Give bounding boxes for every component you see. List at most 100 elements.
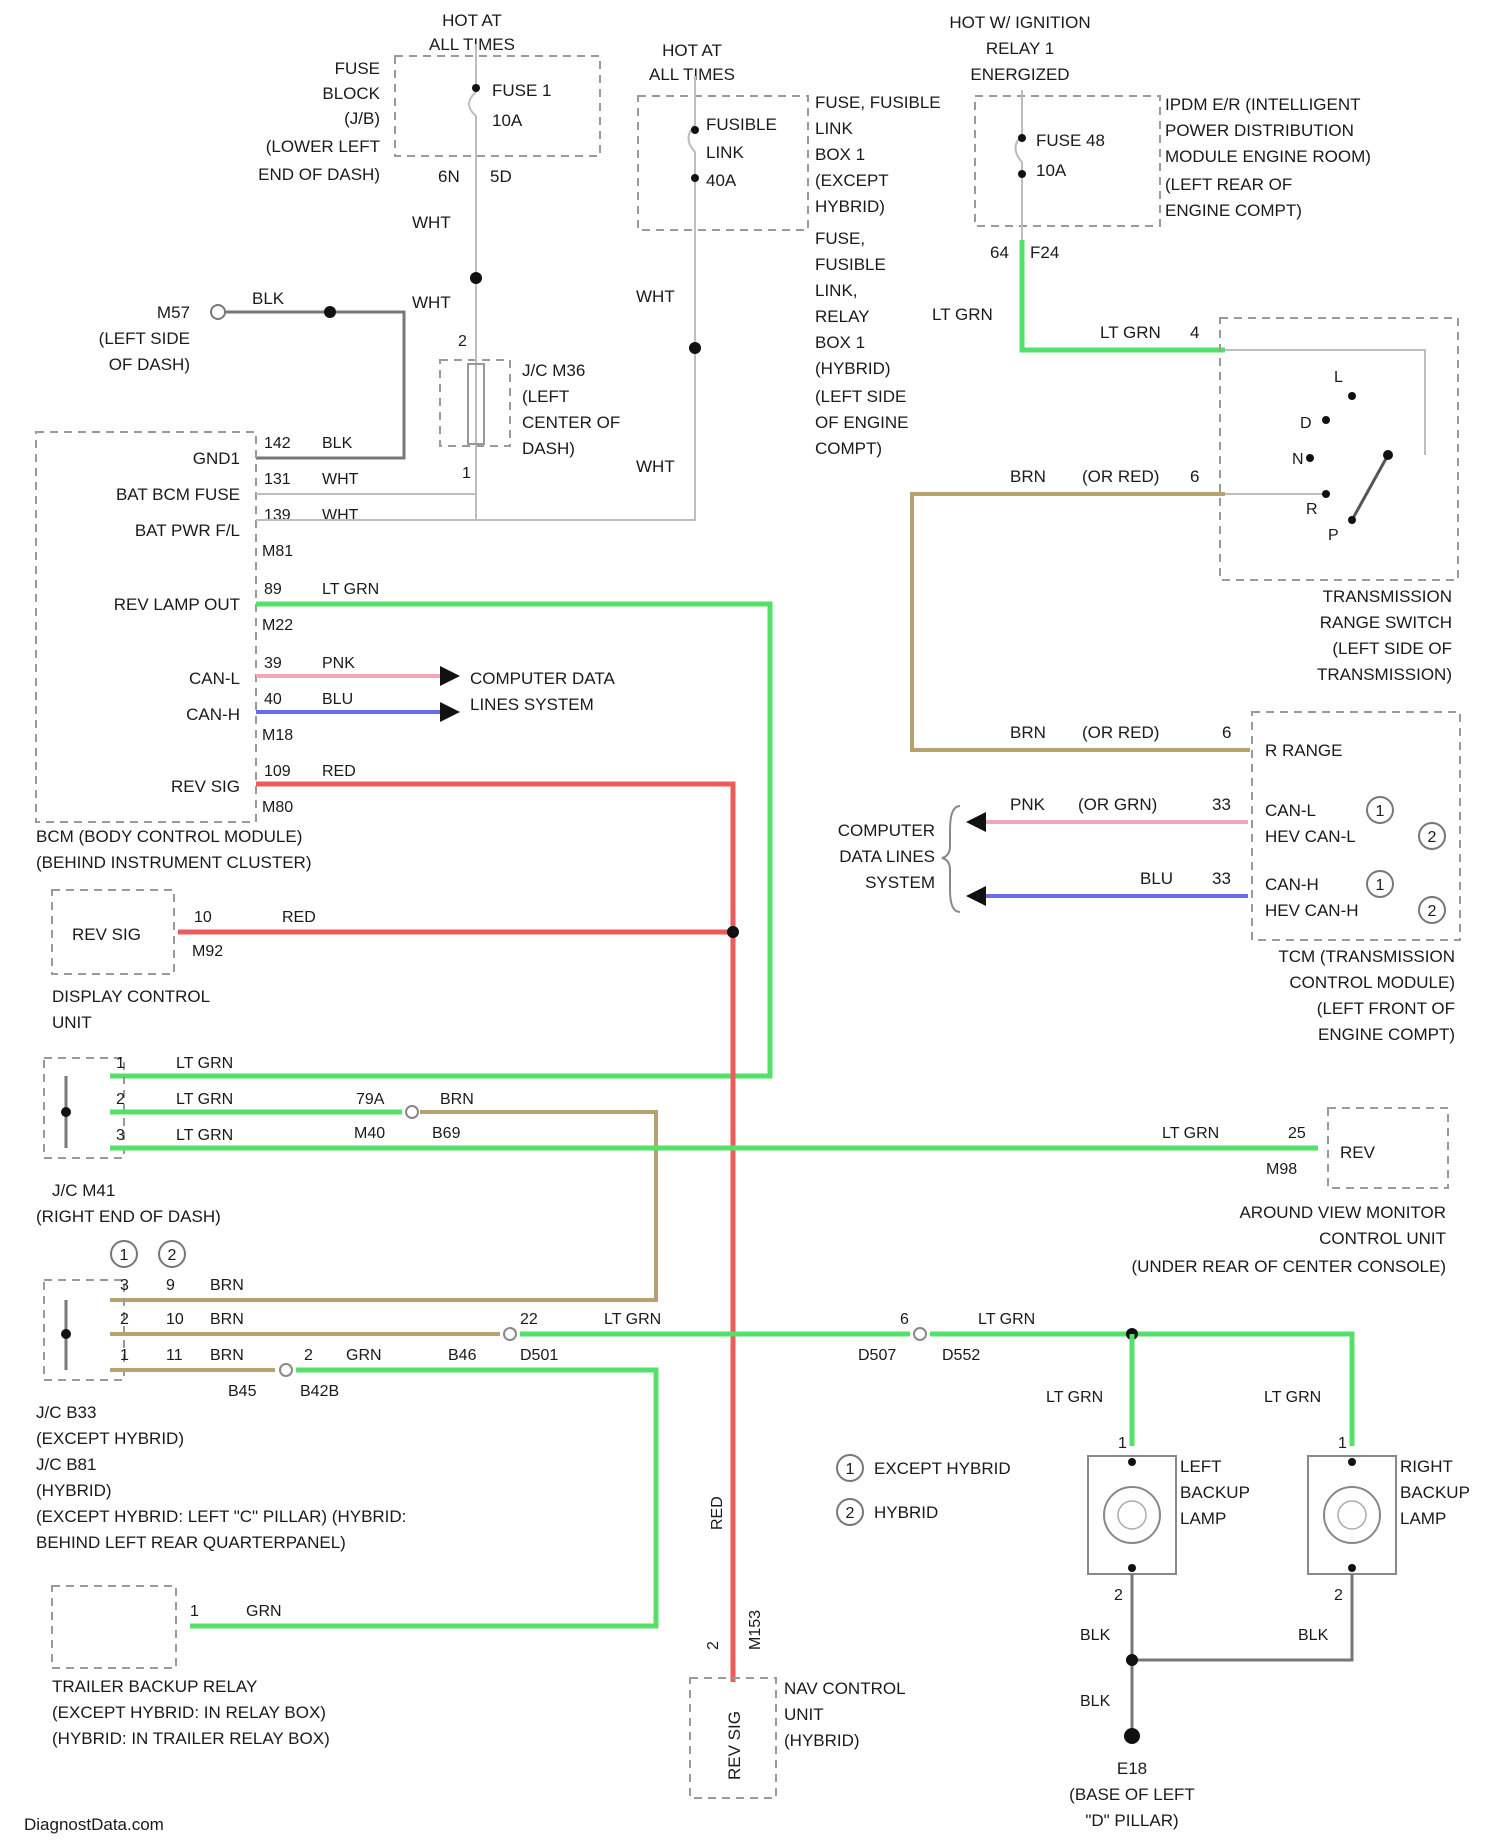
ground-m57-label-1: (LEFT SIDE — [99, 329, 190, 348]
svg-text:(HYBRID): (HYBRID) — [815, 359, 891, 378]
blk-left-lamp-label: BLK — [1080, 1627, 1111, 1644]
svg-text:(EXCEPT HYBRID: IN RELAY BOX): (EXCEPT HYBRID: IN RELAY BOX) — [52, 1703, 326, 1722]
wht-label-jc: WHT — [412, 293, 451, 312]
svg-text:M81: M81 — [262, 543, 293, 560]
svg-text:2: 2 — [120, 1311, 129, 1328]
svg-text:131: 131 — [264, 471, 291, 488]
fusible-link-dot-a — [691, 126, 699, 134]
jc-b33-dot — [61, 1329, 71, 1339]
svg-text:(LEFT: (LEFT — [522, 387, 569, 406]
trailer-wire-color: GRN — [246, 1603, 282, 1620]
svg-text:BAT BCM FUSE: BAT BCM FUSE — [116, 485, 240, 504]
splice-ground — [324, 306, 336, 318]
conn-79a-label: 79A — [356, 1091, 385, 1108]
svg-text:LAMP: LAMP — [1400, 1509, 1446, 1528]
svg-text:89: 89 — [264, 581, 282, 598]
svg-text:FUSE,: FUSE, — [815, 229, 865, 248]
svg-text:D: D — [1300, 415, 1312, 432]
svg-text:BRN: BRN — [210, 1277, 244, 1294]
svg-text:ALL TIMES: ALL TIMES — [429, 35, 515, 54]
svg-text:11: 11 — [166, 1347, 183, 1364]
svg-text:END OF DASH): END OF DASH) — [258, 165, 380, 184]
svg-text:DASH): DASH) — [522, 439, 575, 458]
svg-text:(EXCEPT HYBRID): (EXCEPT HYBRID) — [36, 1429, 184, 1448]
svg-text:BLU: BLU — [322, 691, 353, 708]
conn-b69-label: B69 — [432, 1125, 461, 1142]
jc-m36-pin-1: 1 — [462, 465, 471, 482]
nav-conn: M153 — [747, 1610, 764, 1650]
fuse-1-pin-a: 6N — [438, 167, 460, 186]
svg-text:BRN: BRN — [210, 1311, 244, 1328]
svg-text:(LEFT REAR OF: (LEFT REAR OF — [1165, 175, 1292, 194]
svg-text:IPDM E/R (INTELLIGENT: IPDM E/R (INTELLIGENT — [1165, 95, 1361, 114]
svg-text:ENERGIZED: ENERGIZED — [970, 65, 1069, 84]
tcm-pin-r: 6 — [1222, 723, 1231, 742]
display-conn: M92 — [192, 943, 223, 960]
svg-text:(EXCEPT: (EXCEPT — [815, 171, 889, 190]
jc-m41-pins: 1 2 3 — [116, 1055, 125, 1144]
svg-text:FUSE, FUSIBLE: FUSE, FUSIBLE — [815, 93, 941, 112]
svg-text:POWER DISTRIBUTION: POWER DISTRIBUTION — [1165, 121, 1354, 140]
svg-text:10: 10 — [166, 1311, 184, 1328]
ltgrn-right-lamp-label: LT GRN — [1264, 1389, 1321, 1406]
svg-text:L: L — [1334, 369, 1343, 386]
avm-conn: M98 — [1266, 1161, 1297, 1178]
or-red-label-trs: (OR RED) — [1082, 467, 1159, 486]
conn-b45-label: B45 — [228, 1383, 257, 1400]
ltgrn-trs-label: LT GRN — [1100, 323, 1161, 342]
svg-text:3: 3 — [116, 1127, 125, 1144]
svg-text:40: 40 — [264, 691, 282, 708]
svg-text:RELAY: RELAY — [815, 307, 870, 326]
ground-e18-label-2: "D" PILLAR) — [1085, 1811, 1178, 1830]
avm-pin-name: REV — [1340, 1143, 1376, 1162]
ltgrn-b46-label: LT GRN — [604, 1311, 661, 1328]
display-pin: 10 — [194, 909, 212, 926]
svg-text:(LEFT SIDE: (LEFT SIDE — [815, 387, 906, 406]
ltgrn-left-lamp-label: LT GRN — [1046, 1389, 1103, 1406]
svg-text:LAMP: LAMP — [1180, 1509, 1226, 1528]
svg-text:BLK: BLK — [322, 435, 353, 452]
connector-b45 — [280, 1364, 292, 1376]
or-red-label-tcm: (OR RED) — [1082, 723, 1159, 742]
grn-b45-label: GRN — [346, 1347, 382, 1364]
trs-pin-6: 6 — [1190, 467, 1199, 486]
svg-text:UNIT: UNIT — [784, 1705, 824, 1724]
fuse-48-amps: 10A — [1036, 161, 1067, 180]
svg-text:39: 39 — [264, 655, 282, 672]
svg-text:DATA LINES: DATA LINES — [839, 847, 935, 866]
svg-text:1: 1 — [846, 1461, 855, 1478]
svg-text:109: 109 — [264, 763, 291, 780]
jc-m36-pin-2: 2 — [458, 333, 467, 350]
svg-text:J/C B33: J/C B33 — [36, 1403, 96, 1422]
svg-text:REV SIG: REV SIG — [171, 777, 240, 796]
svg-text:RIGHT: RIGHT — [1400, 1457, 1453, 1476]
svg-text:2: 2 — [1428, 903, 1437, 920]
blu-label-tcm: BLU — [1140, 869, 1173, 888]
svg-text:EXCEPT HYBRID: EXCEPT HYBRID — [874, 1459, 1011, 1478]
conn-b46-label: B46 — [448, 1347, 477, 1364]
svg-text:OF ENGINE: OF ENGINE — [815, 413, 909, 432]
svg-text:TRANSMISSION: TRANSMISSION — [1323, 587, 1452, 606]
svg-text:BRN: BRN — [210, 1347, 244, 1364]
conn-m40-label: M40 — [354, 1125, 385, 1142]
svg-text:M18: M18 — [262, 727, 293, 744]
ground-e18-id: E18 — [1117, 1759, 1147, 1778]
svg-text:BLOCK: BLOCK — [322, 84, 380, 103]
svg-text:J/C M36: J/C M36 — [522, 361, 585, 380]
pin-22-label: 22 — [520, 1311, 538, 1328]
ipdm-pin-f24: F24 — [1030, 243, 1059, 262]
conn-d552-label: D552 — [942, 1347, 980, 1364]
bcm-label-1: BCM (BODY CONTROL MODULE) — [36, 827, 302, 846]
svg-text:(HYBRID): (HYBRID) — [784, 1731, 860, 1750]
svg-text:1: 1 — [120, 1347, 129, 1364]
pnk-label-tcm: PNK — [1010, 795, 1046, 814]
fusible-link-dot-b — [691, 174, 699, 182]
svg-text:AROUND VIEW MONITOR: AROUND VIEW MONITOR — [1239, 1203, 1446, 1222]
watermark: DiagnostData.com — [24, 1815, 164, 1834]
svg-text:(UNDER REAR OF CENTER CONSOLE): (UNDER REAR OF CENTER CONSOLE) — [1131, 1257, 1446, 1276]
brn-label-trs: BRN — [1010, 467, 1046, 486]
svg-text:LINK,: LINK, — [815, 281, 858, 300]
conn-b42b-label: B42B — [300, 1383, 339, 1400]
ground-m57-symbol — [211, 305, 225, 319]
svg-text:BOX 1: BOX 1 — [815, 145, 865, 164]
